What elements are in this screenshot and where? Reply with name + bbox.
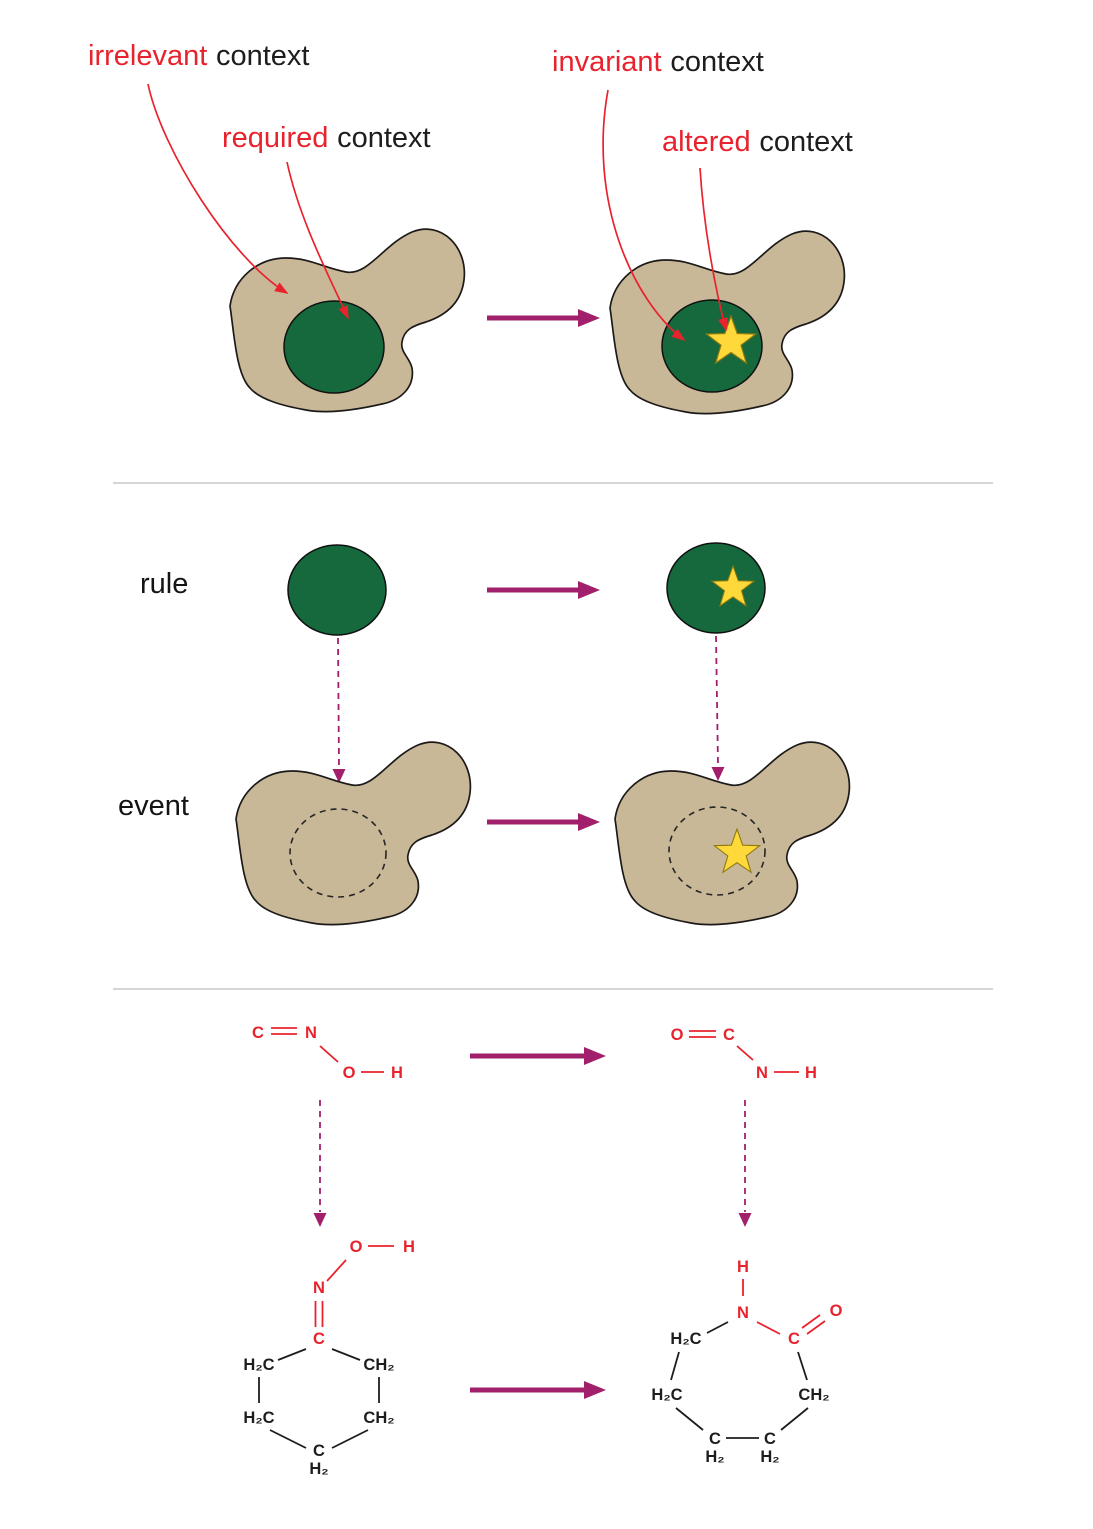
double-bond [801,1314,821,1329]
arrow-head-icon [578,581,600,599]
arrow-head-icon [738,1213,752,1227]
atom-label: C [313,1330,325,1348]
atom-label: H₂ [705,1448,724,1466]
ring-bond [331,1348,361,1361]
ring-bond [675,1407,704,1431]
atom-label: O [830,1302,843,1320]
arrow-head-icon [584,1047,606,1065]
atom-label: O [350,1238,363,1256]
atom-label: N [313,1279,325,1297]
atom-label: C [788,1330,800,1348]
atom-label: CH₂ [798,1386,829,1404]
rule-to-event-links [332,635,725,783]
single-bond [736,1045,754,1061]
label-rest: context [337,122,431,154]
transform-arrow-molecules [470,1381,606,1399]
cell-after [609,230,846,415]
rule-to-molecule-links [313,1100,752,1227]
atom-label: C [764,1430,776,1448]
ring-bond [277,1348,307,1361]
label-event-row: event [118,790,189,822]
invariant-pointer-arrow [602,89,686,342]
pattern-circle [661,299,763,393]
label-term: altered [662,126,751,158]
atom-label: C [252,1024,264,1042]
match-site-dashed-circle [668,806,766,896]
ring-bond [269,1429,307,1449]
label-rest: context [215,40,310,72]
atom-label: C [709,1430,721,1448]
single-bond [319,1045,339,1063]
ring-bond [331,1429,369,1449]
transform-arrow-fragments [470,1047,606,1065]
arrow-head-icon [313,1213,327,1227]
atom-label: N [737,1304,749,1322]
atom-label: H₂C [651,1386,682,1404]
atom-label: H [805,1064,817,1082]
atom-label: O [343,1064,356,1082]
rule-lhs-circle [287,544,387,636]
chem-fragment-after: O C N H [671,1026,817,1082]
label-term: irrelevant [88,40,208,72]
cell-before [229,228,466,413]
atom-label: H₂C [670,1330,701,1348]
event-row [235,741,851,926]
ring-bond [706,1321,729,1334]
atom-label: C [313,1442,325,1460]
rule-row [287,542,766,636]
transform-arrow-top [487,309,600,327]
arrow-head-icon [578,309,600,327]
chem-fragment-before: C N O H [252,1024,403,1082]
annotation-arrows [147,83,728,342]
match-arrow-left [337,637,340,769]
atom-label: H [737,1258,749,1276]
atom-label: N [756,1064,768,1082]
single-bond [756,1321,781,1335]
ring-bond [780,1407,809,1431]
atom-label: H₂C [243,1409,274,1427]
chem-molecule-before: O H N C H₂C CH₂ H₂C CH₂ C H₂ [243,1238,415,1478]
arrow-head-icon [578,813,600,831]
arrow-head-icon [332,769,346,783]
label-term: required [222,122,329,154]
label-rest: context [759,126,853,158]
atom-label: CH₂ [363,1356,394,1374]
atom-label: H₂ [309,1460,328,1478]
atom-label: O [671,1026,684,1044]
label-rule-row: rule [140,568,189,600]
arrow-head-icon [711,767,725,781]
double-bond [806,1320,826,1335]
event-after-blob [614,741,851,926]
rule-rhs-circle [666,542,766,634]
altered-pointer-arrow [699,167,728,332]
atom-label: CH₂ [363,1409,394,1427]
pattern-circle [283,300,385,394]
required-pointer-arrow [286,161,349,320]
atom-label: N [305,1024,317,1042]
match-site-dashed-circle [289,808,387,898]
match-arrow-right [715,635,719,767]
atom-label: H [391,1064,403,1082]
label-rest: context [670,46,764,78]
ring-bond [670,1351,680,1381]
event-before-blob [235,741,472,926]
chem-molecule-after: H N C O H₂C H₂C CH₂ C H₂ C H₂ [651,1258,842,1466]
arrow-head-icon [584,1381,606,1399]
atom-label: H [403,1238,415,1256]
single-bond [326,1259,347,1282]
atom-label: H₂C [243,1356,274,1374]
ring-bond [797,1351,808,1381]
irrelevant-pointer-arrow [147,83,289,294]
atom-label: C [723,1026,735,1044]
label-term: invariant [552,46,662,78]
atom-label: H₂ [760,1448,779,1466]
